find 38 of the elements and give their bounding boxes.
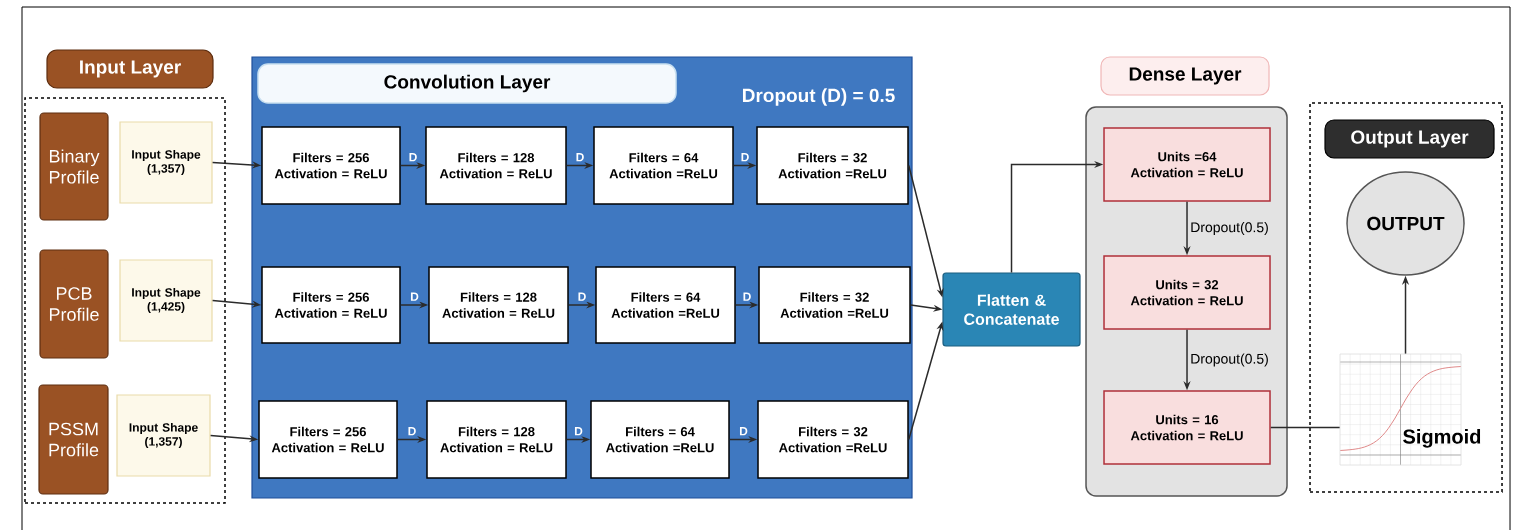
edge-label: D — [574, 152, 586, 163]
layer-heading: Dense Layer — [1100, 56, 1270, 96]
dense-unit-box: Units = 16 Activation = ReLU — [1103, 390, 1271, 465]
layer-heading: Input Layer — [46, 49, 214, 89]
edge-label: Dropout(0.5) — [1189, 352, 1270, 368]
filter-box: Filters = 128 Activation = ReLU — [425, 126, 567, 205]
sigmoid-plot: Sigmoid — [1339, 353, 1481, 466]
filter-box: Filters = 32 Activation =ReLU — [757, 400, 909, 479]
edge-label: D — [739, 152, 751, 163]
input-shape-box: Input Shape (1,357) — [116, 394, 211, 477]
profile-box: PCB Profile — [39, 249, 109, 359]
profile-box: PSSM Profile — [38, 384, 109, 495]
filter-box: Filters = 128 Activation = ReLU — [426, 400, 567, 479]
flatten-box: Flatten & Concatenate — [942, 272, 1081, 347]
edge-label: D — [576, 291, 588, 302]
dense-unit-box: Units = 32 Activation = ReLU — [1103, 255, 1271, 330]
layer-heading: Convolution Layer — [257, 63, 677, 104]
filter-box: Filters = 128 Activation = ReLU — [428, 266, 569, 344]
edge-label: D — [573, 426, 584, 437]
filter-box: Filters = 64 Activation =ReLU — [590, 400, 730, 479]
filter-box: Filters = 256 Activation = ReLU — [261, 266, 401, 344]
edge-label: D — [409, 291, 420, 302]
filter-box: Filters = 64 Activation =ReLU — [595, 266, 736, 344]
input-shape-box: Input Shape (1,357) — [119, 121, 213, 204]
filter-box: Filters = 256 Activation = ReLU — [261, 126, 401, 205]
layer-heading: Output Layer — [1324, 119, 1495, 159]
edge-label: D — [406, 426, 418, 437]
input-shape-box: Input Shape (1,425) — [119, 259, 213, 342]
profile-box: Binary Profile — [39, 112, 109, 221]
edge-label: D — [407, 152, 419, 163]
filter-box: Filters = 32 Activation =ReLU — [756, 126, 909, 205]
filter-box: Filters = 256 Activation = ReLU — [258, 400, 398, 479]
edge-label: D — [738, 426, 749, 437]
edge-label: D — [741, 291, 753, 302]
filter-box: Filters = 64 Activation =ReLU — [593, 126, 734, 205]
dense-unit-box: Units =64 Activation = ReLU — [1103, 127, 1271, 202]
filter-box: Filters = 32 Activation =ReLU — [758, 266, 911, 344]
dropout-note: Dropout (D) = 0.5 — [743, 88, 895, 106]
